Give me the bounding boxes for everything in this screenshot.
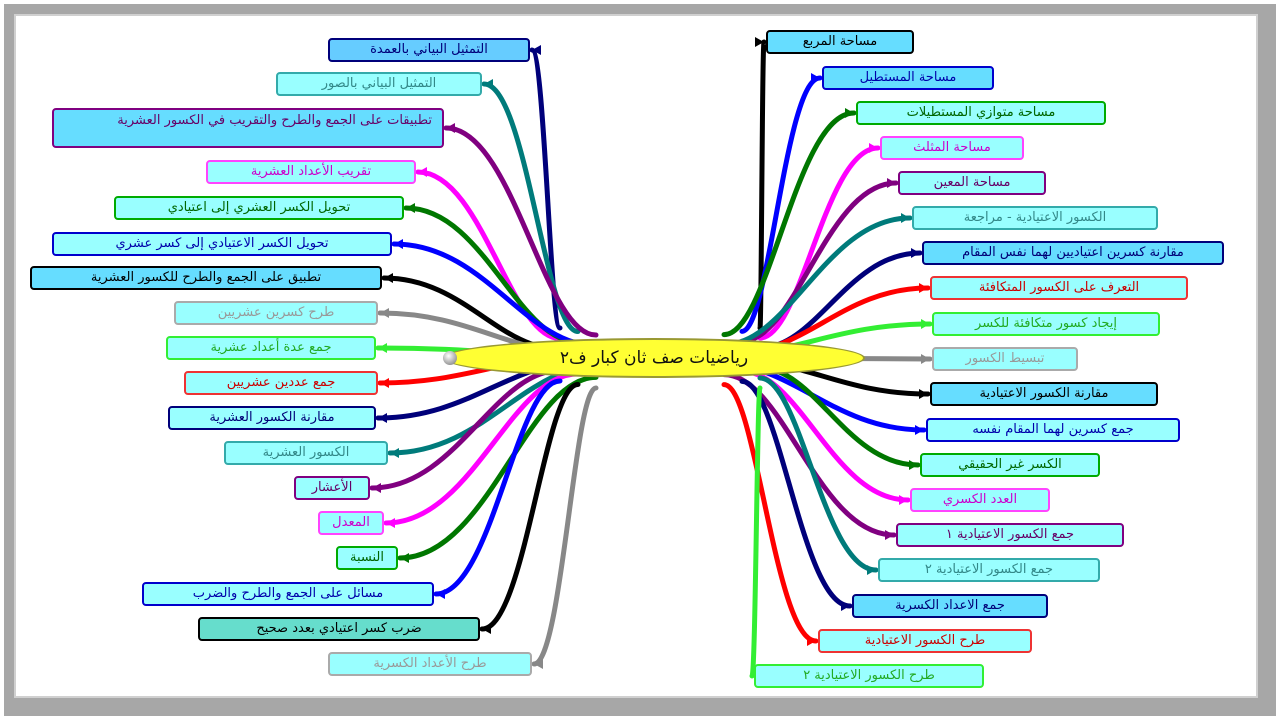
right-branch-line-18 [749,385,763,679]
right-topic-node[interactable]: مقارنة الكسور الاعتيادية [930,382,1158,406]
left-branch-line-16 [479,381,581,632]
right-topic-node[interactable]: جمع الكسور الاعتيادية ٢ [878,558,1100,582]
right-topic-node[interactable]: تبسيط الكسور [932,347,1078,371]
left-branch-arrow-icon-12 [372,483,381,493]
right-branch-arrow-icon-14 [885,530,894,540]
left-branch-arrow-icon-15 [436,589,445,599]
left-branch-arrow-icon-1 [484,79,493,89]
right-branch-line-16 [739,378,853,609]
left-branch-arrow-icon-7 [380,308,389,318]
right-branch-arrow-icon-13 [899,495,908,505]
central-topic[interactable]: رياضيات صف ثان كبار ف٢ [443,338,865,378]
left-branch-arrow-icon-9 [380,378,389,388]
right-branch-line-2 [721,110,857,338]
left-branch-arrow-icon-5 [394,239,403,249]
right-branch-line-0 [757,39,767,331]
left-topic-node[interactable]: تحويل الكسر الاعتيادي إلى كسر عشري [52,232,392,256]
left-topic-node[interactable]: النسبة [336,546,398,570]
left-branch-arrow-icon-14 [400,553,409,563]
left-topic-node[interactable]: مقارنة الكسور العشرية [168,406,376,430]
left-branch-line-15 [433,378,563,597]
left-branch-arrow-icon-11 [390,448,399,458]
right-branch-arrow-icon-3 [869,143,878,153]
right-topic-node[interactable]: مساحة متوازي المستطيلات [856,101,1106,125]
right-topic-node[interactable]: جمع الاعداد الكسرية [852,594,1048,618]
right-branch-arrow-icon-2 [845,108,854,118]
left-branch-line-1 [481,81,581,335]
left-branch-arrow-icon-4 [406,203,415,213]
right-branch-line-1 [739,75,823,334]
right-topic-node[interactable]: مساحة المربع [766,30,914,54]
right-topic-node[interactable]: الكسور الاعتيادية - مراجعة [912,206,1158,230]
left-branch-arrow-icon-16 [482,624,491,634]
left-topic-node[interactable]: طرح كسرين عشريين [174,301,378,325]
right-branch-line-15 [757,375,879,573]
right-topic-node[interactable]: مساحة المثلث [880,136,1024,160]
right-branch-arrow-icon-17 [807,636,816,646]
right-topic-node[interactable]: إيجاد كسور متكافئة للكسر [932,312,1160,336]
left-branch-line-12 [369,367,563,491]
left-topic-node[interactable]: جمع عدة أعداد عشرية [166,336,376,360]
right-branch-arrow-icon-5 [901,213,910,223]
right-topic-node[interactable]: طرح الكسور الاعتيادية ٢ [754,664,984,688]
left-topic-node[interactable]: تحويل الكسر العشري إلى اعتيادي [114,196,404,220]
right-branch-arrow-icon-6 [911,248,920,258]
right-topic-node[interactable]: الكسر غير الحقيقي [920,453,1100,477]
left-branch-line-2 [443,125,599,338]
right-branch-arrow-icon-7 [919,283,928,293]
left-topic-node[interactable]: الكسور العشرية [224,441,388,465]
right-branch-line-3 [757,145,881,341]
left-topic-node[interactable]: تقريب الأعداد العشرية [206,160,416,184]
right-topic-node[interactable]: مساحة المعين [898,171,1046,195]
right-branch-line-17 [721,382,819,644]
left-branch-arrow-icon-2 [446,123,455,133]
left-branch-arrow-icon-8 [378,343,387,353]
left-branch-line-3 [415,169,563,342]
right-topic-node[interactable]: مساحة المستطيل [822,66,994,90]
right-topic-node[interactable]: مقارنة كسرين اعتياديين لهما نفس المقام [922,241,1224,265]
right-branch-arrow-icon-11 [915,425,924,435]
left-topic-node[interactable]: مسائل على الجمع والطرح والضرب [142,582,434,606]
left-topic-node[interactable]: طرح الأعداد الكسرية [328,652,532,676]
left-topic-node[interactable]: تطبيق على الجمع والطرح للكسور العشرية [30,266,382,290]
left-topic-node[interactable]: المعدل [318,511,384,535]
left-topic-node[interactable]: التمثيل البياني بالعمدة [328,38,530,62]
right-topic-node[interactable]: طرح الكسور الاعتيادية [818,629,1032,653]
right-branch-arrow-icon-4 [887,178,896,188]
left-branch-line-17 [531,385,599,667]
right-topic-node[interactable]: جمع كسرين لهما المقام نفسه [926,418,1180,442]
left-topic-node[interactable]: التمثيل البياني بالصور [276,72,482,96]
right-branch-arrow-icon-9 [921,354,930,364]
left-branch-arrow-icon-13 [386,518,395,528]
left-branch-arrow-icon-10 [378,413,387,423]
right-branch-arrow-icon-10 [919,389,928,399]
right-topic-node[interactable]: العدد الكسري [910,488,1050,512]
right-branch-line-4 [739,180,899,344]
right-topic-node[interactable]: التعرف على الكسور المتكافئة [930,276,1188,300]
right-branch-arrow-icon-0 [755,37,764,47]
left-branch-arrow-icon-3 [418,167,427,177]
right-branch-arrow-icon-15 [867,565,876,575]
left-topic-node[interactable]: الأعشار [294,476,370,500]
right-branch-arrow-icon-1 [811,73,820,83]
right-branch-line-5 [721,215,913,348]
left-branch-arrow-icon-0 [532,45,541,55]
right-topic-node[interactable]: جمع الكسور الاعتيادية ١ [896,523,1124,547]
left-topic-node[interactable]: جمع عددين عشريين [184,371,378,395]
collapse-handle-icon[interactable] [443,351,457,365]
left-branch-arrow-icon-6 [384,273,393,283]
right-branch-arrow-icon-12 [909,460,918,470]
left-topic-node[interactable]: تطبيقات على الجمع والطرح والتقريب في الك… [52,108,444,148]
left-branch-line-0 [529,47,563,331]
right-branch-arrow-icon-16 [841,601,850,611]
right-branch-arrow-icon-8 [921,319,930,329]
left-branch-arrow-icon-17 [534,659,543,669]
left-topic-node[interactable]: ضرب كسر اعتيادي بعدد صحيح [198,617,480,641]
